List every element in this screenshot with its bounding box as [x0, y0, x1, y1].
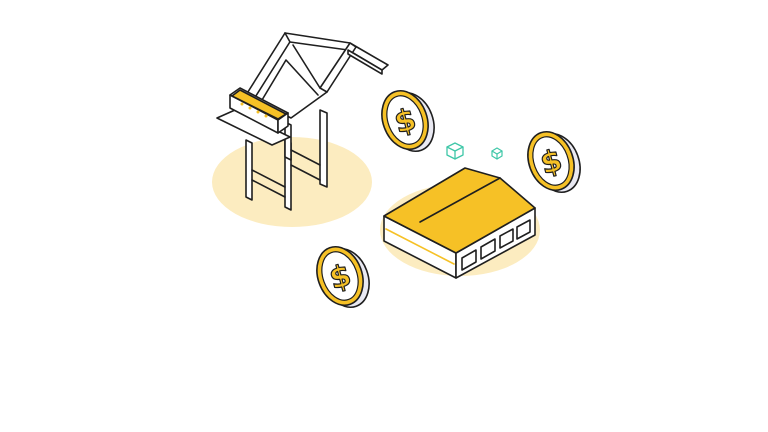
dollar-coin-icon: $: [527, 131, 581, 193]
coins-group: $ $ $: [316, 90, 581, 308]
dollar-coin-icon: $: [381, 90, 435, 152]
warehouse-icon: [383, 167, 536, 279]
crane-icon: [216, 32, 389, 211]
dollar-coin-icon: $: [316, 246, 370, 308]
cube-icon: [446, 142, 464, 160]
cube-icon: [491, 147, 503, 160]
